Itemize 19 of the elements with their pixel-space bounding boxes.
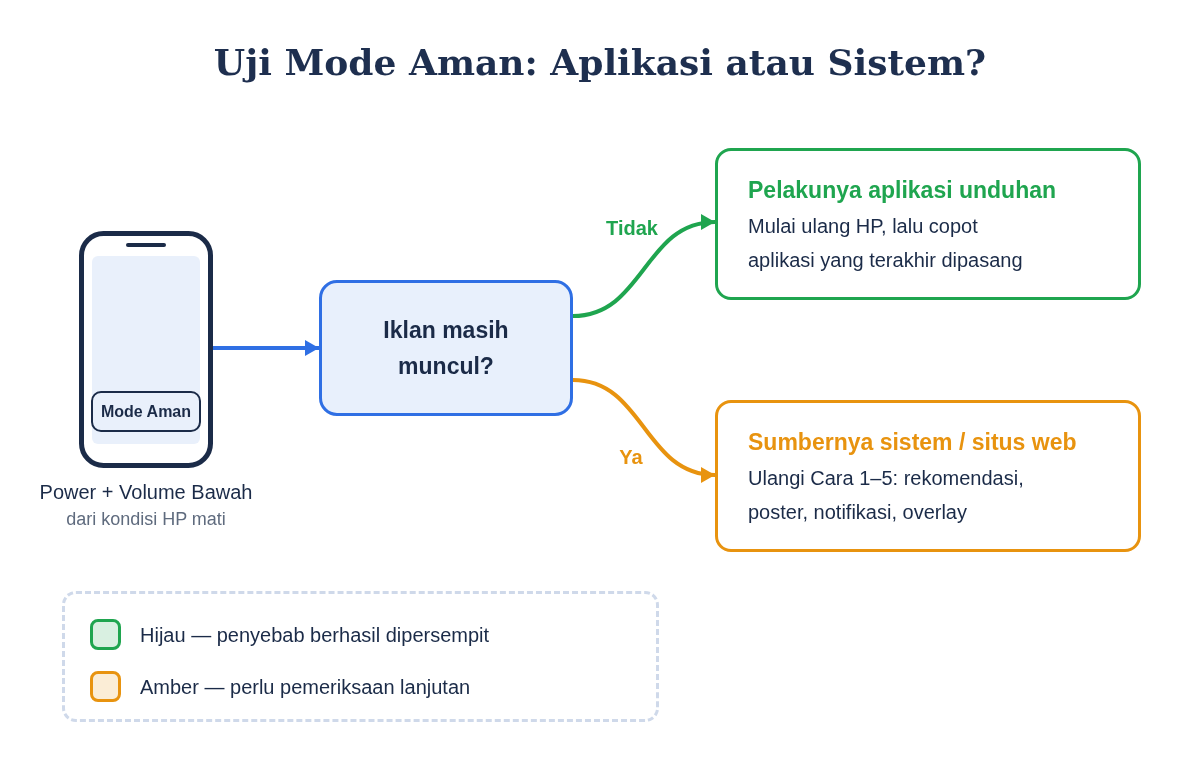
legend-text: Amber — perlu pemeriksaan lanjutan: [140, 674, 471, 699]
caption-text: Power + Volume Bawah: [39, 481, 253, 504]
label-frame: [91, 391, 201, 432]
diagram-title: Uji Mode Aman: Aplikasi atau Sistem?: [213, 40, 987, 84]
result-heading: Sumbernya sistem / situs web: [748, 428, 1077, 457]
result-text: Ulangi Cara 1–5: rekomendasi, poster, notifikasi, overlay: [748, 466, 1025, 525]
result-box: [715, 400, 1141, 552]
legend-text: Hijau — penyebab berhasil dipersempit: [140, 622, 490, 647]
question-text: Iklan masih muncul?: [382, 316, 510, 381]
phone-illustration: [79, 231, 213, 468]
arrow: [572, 378, 716, 482]
arrow: [213, 340, 319, 356]
result-heading: Pelakunya aplikasi unduhan: [748, 176, 1057, 205]
result-text: Mulai ulang HP, lalu copot aplikasi yang terakhir dipasang: [748, 214, 1024, 273]
arrow: [572, 215, 716, 318]
decision-box: [319, 280, 573, 416]
label-text: Mode Aman: [100, 402, 192, 421]
result-box: [715, 148, 1141, 300]
caption-subtext: dari kondisi HP mati: [66, 509, 226, 530]
